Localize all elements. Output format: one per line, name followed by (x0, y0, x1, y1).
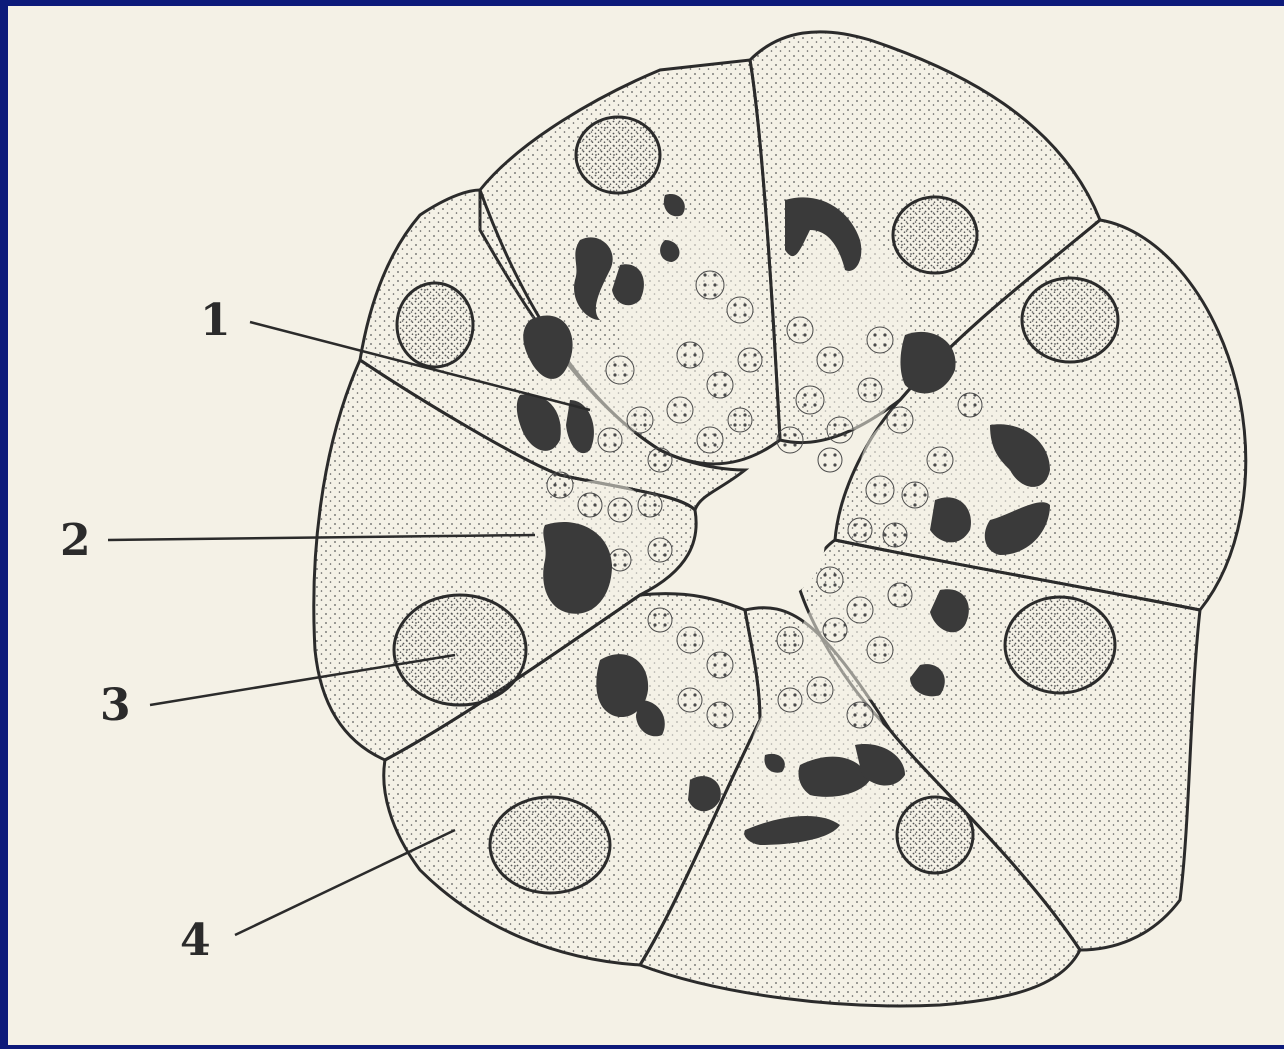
nucleus (397, 283, 473, 367)
nucleus (893, 197, 977, 273)
nucleus (394, 595, 526, 705)
label-1: 1 (200, 295, 231, 346)
label-4: 4 (180, 915, 211, 966)
nucleus (576, 117, 660, 193)
label-3: 3 (100, 680, 131, 731)
lumen (715, 480, 825, 600)
label-2: 2 (60, 515, 91, 566)
nucleus (1005, 597, 1115, 693)
nucleus (490, 797, 610, 893)
nucleus (897, 797, 973, 873)
nucleus (1022, 278, 1118, 362)
